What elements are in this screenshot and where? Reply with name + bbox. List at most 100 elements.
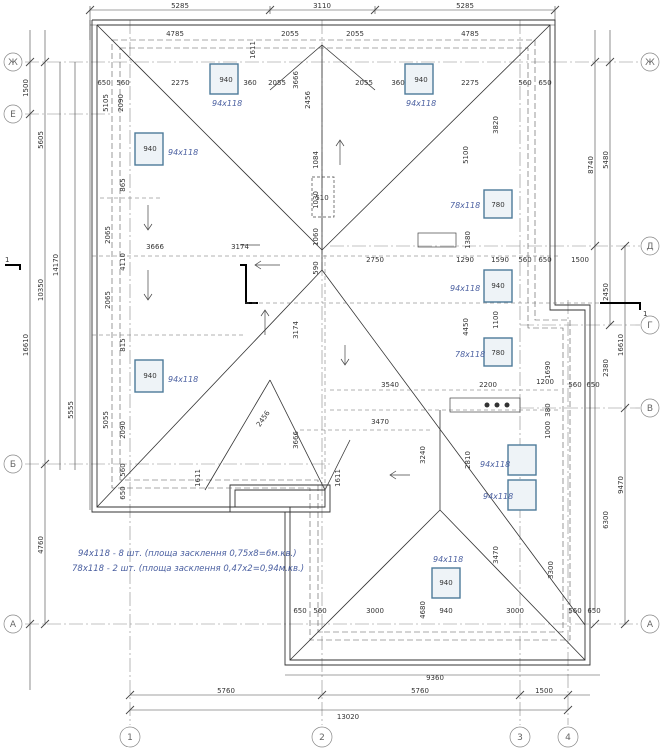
win-label-8: 94x118 — [480, 460, 510, 469]
dim-left-14170: 14170 — [52, 254, 60, 276]
dim-bot-560b: 560 — [568, 607, 581, 615]
dim-v-3174b: 3174 — [292, 321, 300, 339]
dim-v-3666b: 3666 — [292, 431, 300, 449]
axis-bubble-1 — [119, 726, 141, 748]
interior-dashed — [92, 197, 600, 490]
dim-mid-650b: 650 — [586, 381, 599, 389]
dim-mid-560b: 560 — [568, 381, 581, 389]
dim-mid-3174: 3174 — [231, 243, 249, 251]
window-lower-2 — [507, 479, 537, 511]
dim-bot-650b: 650 — [587, 607, 600, 615]
axis-label-2: 2 — [319, 733, 325, 743]
dim-bot-3000a: 3000 — [366, 607, 384, 615]
win-label-10: 94x118 — [433, 555, 463, 564]
dim-left-4760: 4760 — [37, 536, 45, 554]
win-label-3: 94x118 — [168, 148, 198, 157]
dim-bot-650a: 650 — [293, 607, 306, 615]
window-size-nums: 940 940 940 940 780 940 780 940 510 — [143, 76, 504, 587]
section-mark-right: 1 — [643, 310, 647, 318]
win-label-1: 94x118 — [212, 99, 242, 108]
section-mark-left: 1 — [5, 256, 9, 264]
dim-bot-5760b: 5760 — [411, 687, 429, 695]
dim-bot-940: 940 — [439, 607, 452, 615]
dim-row-650b: 650 — [538, 79, 551, 87]
dim-row-560b: 560 — [518, 79, 531, 87]
axis-label-zh-left: Ж — [8, 58, 18, 68]
win-label-7: 78x118 — [455, 350, 485, 359]
axis-bubble-labels: Ж Ж Е Д Г В Б А А 1 2 3 4 — [8, 58, 655, 743]
hip-ridge-lines — [96, 24, 586, 661]
axis-label-d: Д — [646, 242, 653, 252]
window-lower-1 — [507, 444, 537, 476]
window-right-2 — [483, 269, 513, 303]
win-num-6: 940 — [491, 282, 504, 290]
axis-label-g: Г — [647, 321, 653, 331]
dim-v-1380: 1380 — [464, 231, 472, 249]
wall-lines-dashed — [111, 39, 571, 641]
dim-left-1500: 1500 — [22, 79, 30, 97]
win-label-2: 94x118 — [406, 99, 436, 108]
window-bottom — [431, 567, 461, 599]
dim-mid-3666: 3666 — [146, 243, 164, 251]
dim-bot-5760a: 5760 — [217, 687, 235, 695]
dim-bot-1500: 1500 — [535, 687, 553, 695]
dim-right-9470: 9470 — [617, 476, 625, 494]
dim-left-5605: 5605 — [37, 131, 45, 149]
dim-v-5105: 5105 — [102, 94, 110, 112]
dim-row-360b: 360 — [391, 79, 404, 87]
dim-v-2090b: 2090 — [119, 421, 127, 439]
axis-bubble-zh-right — [640, 52, 660, 72]
win-label-5: 78x118 — [450, 201, 480, 210]
axis-bubble-4 — [557, 726, 579, 748]
dim-v-2065b: 2065 — [104, 291, 112, 309]
win-num-7: 780 — [491, 349, 504, 357]
dim-v-590: 590 — [312, 261, 320, 274]
dim-left-10350: 10350 — [37, 279, 45, 301]
dim-left-5555: 5555 — [67, 401, 75, 419]
axis-label-4: 4 — [565, 733, 571, 743]
win-num-8: 940 — [439, 579, 452, 587]
vent-holes — [484, 402, 510, 408]
dim-v-2090a: 2090 — [117, 94, 125, 112]
vent-block-lower — [449, 397, 521, 413]
dimension-text-horizontal: 5285 3110 5285 4785 2055 2055 4785 650 5… — [97, 2, 600, 721]
note-line-2: 78x118 - 2 шт. (площа засклення 0,47x2=0… — [72, 564, 304, 574]
axis-label-3: 3 — [517, 733, 523, 743]
dim-row-360a: 360 — [243, 79, 256, 87]
dim-mid-1200: 1200 — [536, 378, 554, 386]
axis-label-a-right: А — [647, 620, 654, 630]
dim-v-1100: 1100 — [492, 311, 500, 329]
dim-mid-3540: 3540 — [381, 381, 399, 389]
dim-bot-13020: 13020 — [337, 713, 359, 721]
axis-label-v: В — [647, 404, 653, 414]
win-num-1: 940 — [219, 76, 232, 84]
vent-block-upper — [417, 232, 457, 248]
dim-mid-1500: 1500 — [571, 256, 589, 264]
win-num-5: 780 — [491, 201, 504, 209]
axis-bubbles — [3, 52, 660, 748]
axis-label-a-left: А — [10, 620, 17, 630]
dim-v-560: 560 — [119, 463, 127, 476]
dim-v-380: 380 — [544, 403, 552, 416]
dim-right-2450: 2450 — [602, 283, 610, 301]
axis-bubble-v — [640, 398, 660, 418]
dim-right-2380: 2380 — [602, 359, 610, 377]
dim-row-2275: 2275 — [171, 79, 189, 87]
dimension-lines — [25, 5, 630, 715]
dim-v-4450: 4450 — [462, 318, 470, 336]
dim-bot-560a: 560 — [313, 607, 326, 615]
dim-v-1690: 1690 — [544, 361, 552, 379]
axis-bubble-3 — [509, 726, 531, 748]
dim-v-2065a: 2065 — [104, 226, 112, 244]
dim-mid-650: 650 — [538, 256, 551, 264]
dim-v-1611c: 1611 — [334, 469, 342, 487]
dim-4785a: 4785 — [166, 30, 184, 38]
dim-4785b: 4785 — [461, 30, 479, 38]
dim-right-16610: 16610 — [617, 334, 625, 356]
dim-v-2456a: 2456 — [304, 91, 312, 109]
dim-row-2275b: 2275 — [461, 79, 479, 87]
dim-mid-2750: 2750 — [366, 256, 384, 264]
dim-v-815: 815 — [119, 338, 127, 351]
